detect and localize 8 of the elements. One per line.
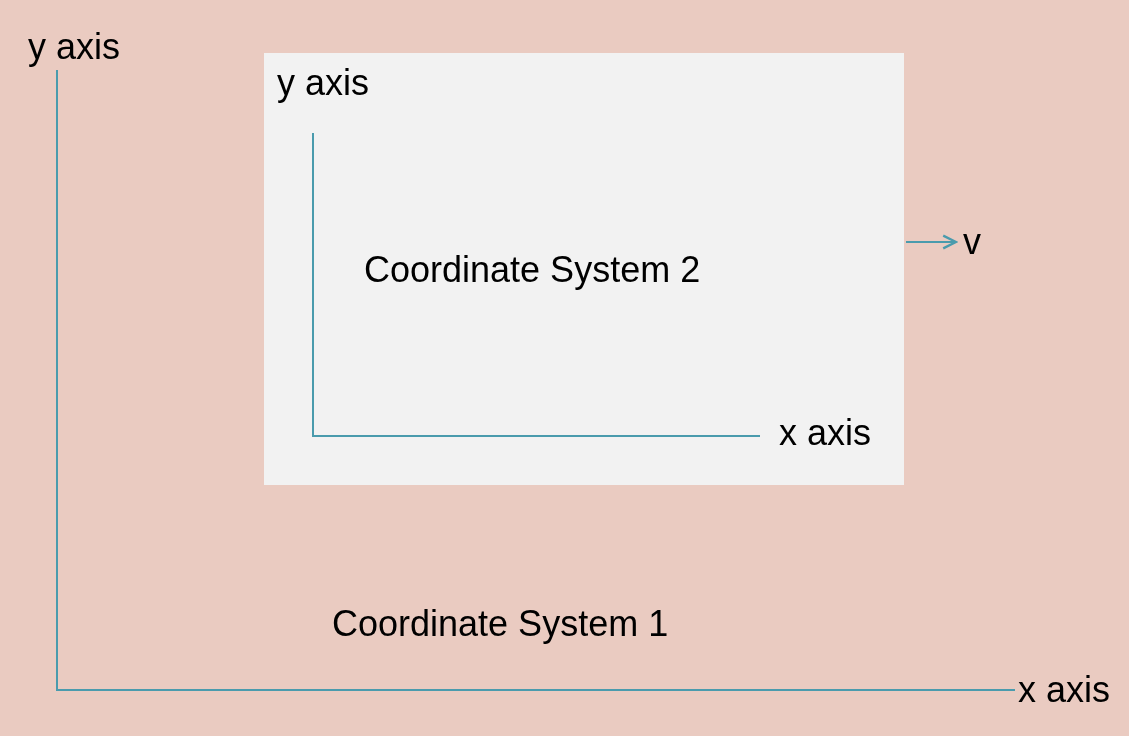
axis-label: x axis — [1018, 670, 1111, 710]
frame-title: Coordinate System 1 — [332, 604, 669, 644]
axis-label: y axis — [28, 27, 121, 67]
axis-label: y axis — [277, 63, 370, 103]
velocity-label: v — [963, 222, 981, 262]
axis-label: x axis — [779, 413, 872, 453]
frame-title: Coordinate System 2 — [364, 250, 701, 290]
coordinate-frame-box — [264, 53, 904, 485]
